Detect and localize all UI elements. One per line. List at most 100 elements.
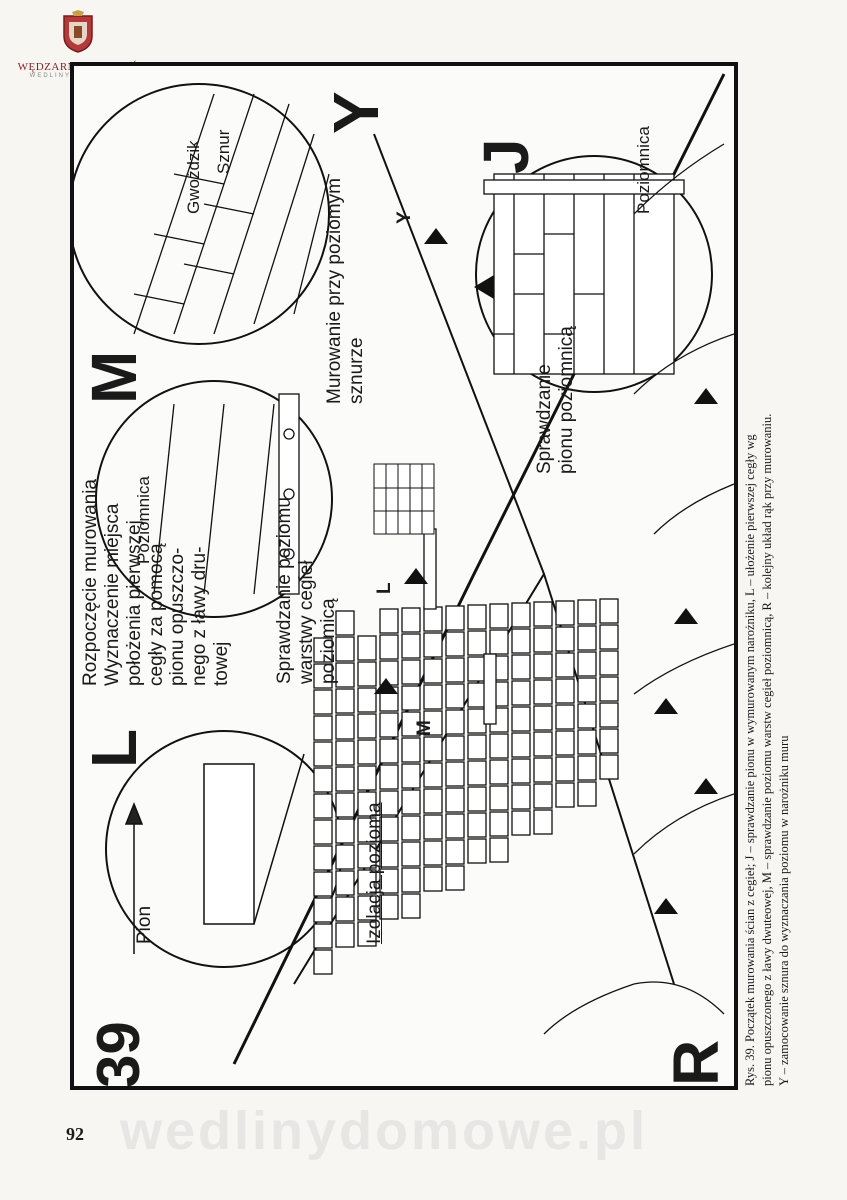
wall-brick	[357, 635, 377, 661]
wall-brick	[533, 783, 553, 809]
label-murowanie: Murowanie przy poziomym sznurze	[324, 178, 368, 404]
wall-brick	[555, 652, 575, 678]
wall-brick	[379, 660, 399, 686]
wall-brick	[533, 757, 553, 783]
caption-line: pionu opuszczonego z ławy dwuteowej, M –…	[760, 413, 774, 1086]
letter-L: L	[78, 728, 150, 768]
wall-brick	[357, 739, 377, 765]
label-pion: Pion	[134, 905, 155, 944]
letter-R: R	[660, 1039, 732, 1086]
wall-brick	[313, 949, 333, 975]
wall-brick	[555, 704, 575, 730]
wall-brick	[335, 896, 355, 922]
wall-brick	[423, 814, 443, 840]
small-letter-M: M	[414, 720, 435, 736]
wall-brick	[489, 603, 509, 629]
wall-brick	[379, 816, 399, 842]
wall-brick	[467, 682, 487, 708]
wall-brick	[445, 657, 465, 683]
wall-brick	[423, 736, 443, 762]
wall-brick	[379, 868, 399, 894]
wall-brick	[467, 760, 487, 786]
wall-brick	[555, 782, 575, 808]
wall-brick	[599, 676, 619, 702]
wall-brick	[335, 688, 355, 714]
wall-brick	[335, 844, 355, 870]
bricklaying-illustration	[74, 73, 734, 1065]
wall-brick	[555, 626, 575, 652]
wall-brick	[445, 787, 465, 813]
wall-brick	[445, 605, 465, 631]
wall-brick	[357, 661, 377, 687]
wall-brick	[599, 624, 619, 650]
wall-brick	[511, 628, 531, 654]
wall-brick	[379, 894, 399, 920]
wall-brick	[401, 893, 421, 919]
caption-rotated: Rys. 39. Początek murowania ścian z cegi…	[742, 60, 842, 1090]
wall-brick	[511, 602, 531, 628]
label-izolacja: Izolacja pozioma	[364, 802, 385, 944]
wall-brick	[533, 601, 553, 627]
rozpoczecie-line: Wyznaczenie miejsca	[101, 503, 123, 686]
wall-brick	[401, 659, 421, 685]
wall-brick	[577, 729, 597, 755]
wall-brick	[489, 837, 509, 863]
wall-brick	[445, 683, 465, 709]
wall-brick	[599, 598, 619, 624]
figure-number: 39	[85, 1021, 152, 1088]
wall-brick	[379, 790, 399, 816]
wall-brick	[489, 785, 509, 811]
wall-brick	[379, 712, 399, 738]
wall-brick	[357, 817, 377, 843]
wall-brick	[313, 793, 333, 819]
wall-brick	[313, 663, 333, 689]
watermark: wedlinydomowe.pl	[120, 1101, 649, 1161]
wall-brick	[511, 784, 531, 810]
wall-brick	[511, 758, 531, 784]
wall-brick	[423, 840, 443, 866]
wall-brick	[313, 767, 333, 793]
wall-brick	[379, 842, 399, 868]
label-sprawdzanie-pionu: Sprawdzanie pionu poziomnicą	[534, 326, 578, 474]
rozpoczecie-line: Rozpoczęcie murowania	[80, 479, 101, 686]
wall-brick	[357, 791, 377, 817]
wall-brick	[577, 703, 597, 729]
wall-brick	[533, 809, 553, 835]
wall-brick	[379, 608, 399, 634]
wall-brick	[423, 710, 443, 736]
wall-brick	[335, 922, 355, 948]
wall-brick	[357, 869, 377, 895]
wall-brick	[467, 838, 487, 864]
wall-brick	[577, 755, 597, 781]
small-letter-L: L	[374, 582, 395, 594]
wall-brick	[467, 786, 487, 812]
label-rozpoczecie: Rozpoczęcie murowania Wyznaczenie miejsc…	[80, 479, 233, 686]
sprawdzanie-poziomu-line: warstwy cegieł	[295, 560, 317, 684]
wall-brick	[555, 678, 575, 704]
sprawdzanie-poziomu-line: poziomicą	[317, 598, 339, 684]
wall-brick	[445, 631, 465, 657]
wall-brick	[401, 633, 421, 659]
murowanie-line: Murowanie przy poziomym	[324, 178, 345, 404]
wall-brick	[489, 629, 509, 655]
wall-brick	[599, 702, 619, 728]
wall-brick	[335, 766, 355, 792]
label-sznur: Sznur	[214, 129, 233, 174]
wall-brick	[335, 714, 355, 740]
wall-brick	[511, 680, 531, 706]
wall-brick	[533, 705, 553, 731]
wall-brick	[467, 812, 487, 838]
wall-brick	[335, 662, 355, 688]
sprawdzanie-poziomu-line: Sprawdzanie poziomu	[274, 497, 295, 684]
wall-brick	[577, 677, 597, 703]
wall-brick	[401, 841, 421, 867]
wall-brick	[335, 870, 355, 896]
wall-brick	[577, 781, 597, 807]
wall-brick	[401, 763, 421, 789]
wall-brick	[313, 845, 333, 871]
wall-brick	[423, 684, 443, 710]
wall-brick	[335, 740, 355, 766]
figure-frame: 39 R L M J Y Pion Izolacja pozioma Rozpo…	[70, 62, 738, 1090]
wall-brick	[357, 921, 377, 947]
caption-line: Rys. 39. Początek murowania ścian z cegi…	[743, 434, 757, 1086]
